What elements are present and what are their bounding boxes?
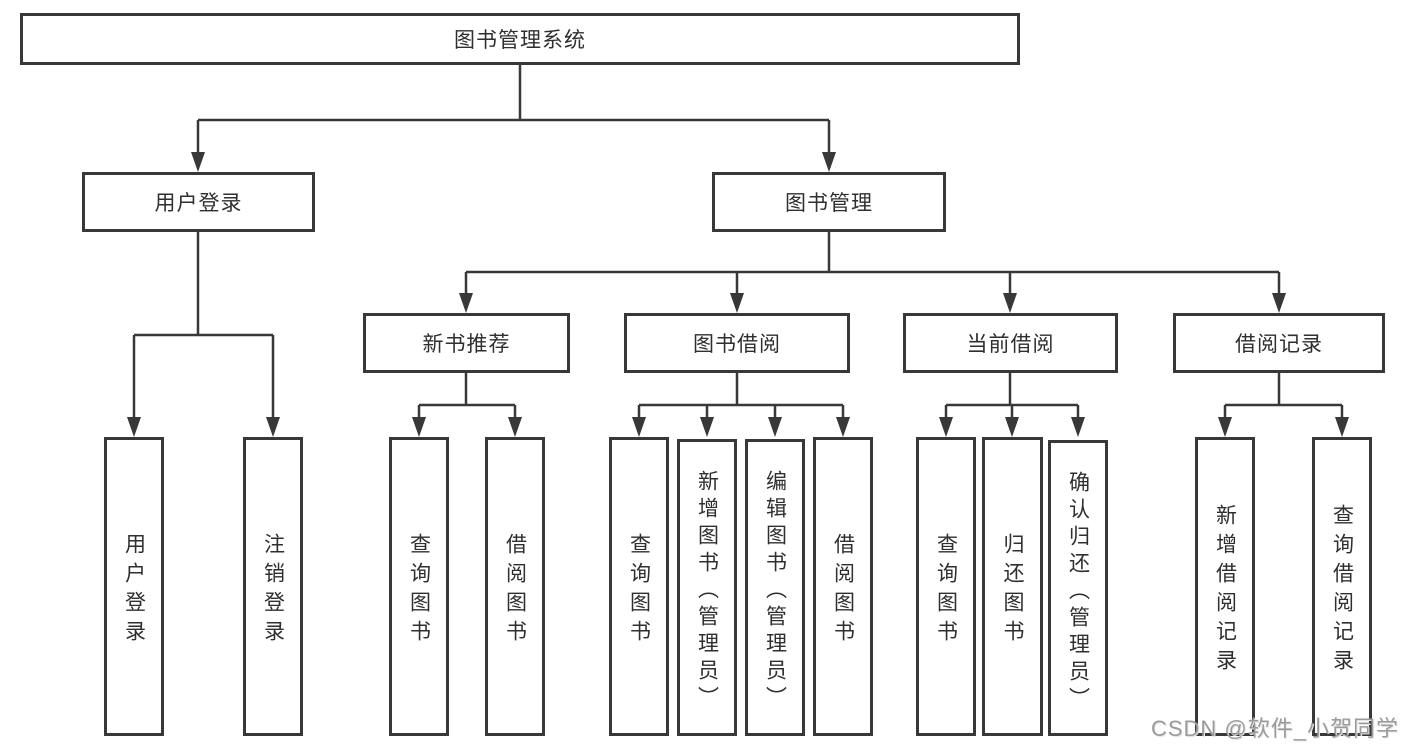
node-current-borrow: 当前借阅 bbox=[903, 313, 1118, 373]
connector-borrow-record-to-leaves bbox=[1218, 372, 1349, 437]
arrowhead-icon bbox=[700, 417, 714, 437]
leaf-borrow-book-borrow: 借阅图书 bbox=[813, 437, 873, 736]
node-book-mgmt: 图书管理 bbox=[712, 172, 946, 232]
node-root: 图书管理系统 bbox=[20, 13, 1020, 65]
leaf-query-book-current: 查询图书 bbox=[916, 437, 976, 736]
leaf-logout: 注销登录 bbox=[243, 437, 303, 736]
arrowhead-icon bbox=[266, 417, 280, 437]
arrowhead-icon bbox=[822, 152, 836, 172]
arrowhead-icon bbox=[191, 152, 205, 172]
arrowhead-icon bbox=[1218, 417, 1232, 437]
arrowhead-icon bbox=[1003, 293, 1017, 313]
arrowhead-icon bbox=[459, 293, 473, 313]
connector-current-borrow-to-leaves bbox=[939, 372, 1085, 437]
arrowhead-icon bbox=[768, 417, 782, 437]
arrowhead-icon bbox=[412, 417, 426, 437]
node-book-borrow: 图书借阅 bbox=[624, 313, 850, 373]
node-borrow-record: 借阅记录 bbox=[1173, 313, 1385, 373]
leaf-add-borrow-record: 新增借阅记录 bbox=[1195, 437, 1255, 736]
arrowhead-icon bbox=[632, 417, 646, 437]
connector-new-book-rec-to-leaves bbox=[412, 372, 522, 437]
leaf-return-book: 归还图书 bbox=[982, 437, 1043, 736]
leaf-confirm-return: 确认归还（管理员） bbox=[1048, 440, 1108, 736]
node-new-book-rec: 新书推荐 bbox=[363, 313, 570, 373]
arrowhead-icon bbox=[127, 417, 141, 437]
arrowhead-icon bbox=[730, 293, 744, 313]
node-user-login: 用户登录 bbox=[82, 172, 315, 232]
arrowhead-icon bbox=[508, 417, 522, 437]
arrowhead-icon bbox=[836, 417, 850, 437]
connector-root-to-level2 bbox=[191, 64, 836, 172]
arrowhead-icon bbox=[1071, 417, 1085, 437]
leaf-add-book: 新增图书（管理员） bbox=[677, 439, 737, 736]
arrowhead-icon bbox=[1335, 417, 1349, 437]
leaf-borrow-book-rec: 借阅图书 bbox=[485, 437, 545, 736]
leaf-edit-book: 编辑图书（管理员） bbox=[745, 439, 805, 736]
arrowhead-icon bbox=[1005, 417, 1019, 437]
connector-book-borrow-to-leaves bbox=[632, 372, 850, 437]
connector-book-mgmt-to-level3 bbox=[459, 231, 1286, 313]
leaf-query-book-borrow: 查询图书 bbox=[609, 437, 669, 736]
leaf-query-book-rec: 查询图书 bbox=[389, 437, 449, 736]
watermark: CSDN @软件_小贺同学 bbox=[1150, 716, 1399, 741]
arrowhead-icon bbox=[1272, 293, 1286, 313]
leaf-user-login: 用户登录 bbox=[104, 437, 164, 736]
arrowhead-icon bbox=[939, 417, 953, 437]
connector-user-login-to-leaves bbox=[127, 231, 280, 437]
leaf-query-borrow-record: 查询借阅记录 bbox=[1312, 437, 1372, 736]
